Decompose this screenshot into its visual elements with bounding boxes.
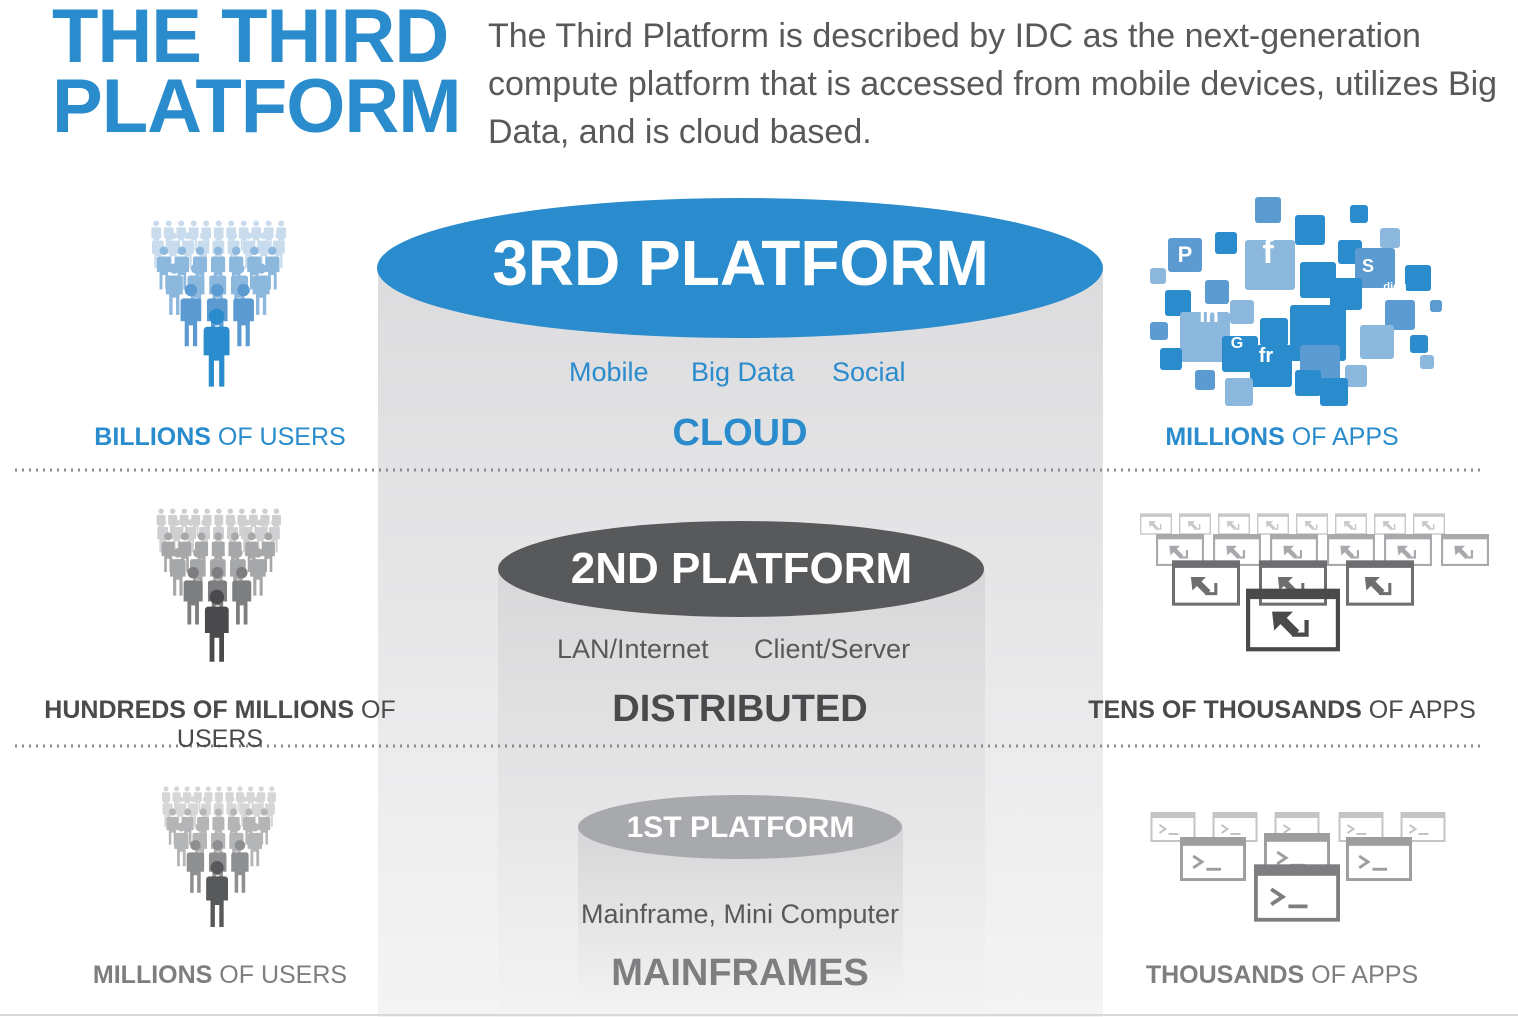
apps-label-thousands: THOUSANDS OF APPS [1062, 961, 1502, 990]
app-window-icon [1346, 560, 1414, 606]
app-window-icon [1172, 560, 1240, 606]
app-tile-icon [1250, 345, 1292, 387]
feature-lan-internet: LAN/Internet [557, 634, 709, 664]
users-bold: MILLIONS [92, 961, 213, 989]
feature-social: Social [832, 357, 906, 387]
terminal-icon [1212, 812, 1258, 842]
app-tile-icon [1225, 378, 1253, 406]
app-tile-icon [1330, 278, 1362, 310]
app-tile-icon [1405, 265, 1431, 291]
tier-mainframes: MAINFRAMES [611, 952, 869, 994]
apps-bold: MILLIONS [1165, 423, 1285, 451]
app-window-icon [1257, 513, 1289, 535]
app-glyph: P [1178, 242, 1193, 267]
app-tile-icon [1410, 335, 1428, 353]
app-tile-icon [1385, 300, 1415, 330]
apps-rest: OF APPS [1304, 961, 1419, 989]
users-rest: OF USERS [176, 696, 396, 753]
terminal-icon [1400, 812, 1446, 842]
app-tile-icon [1255, 197, 1281, 223]
app-window-icon [1441, 534, 1489, 566]
tier-distributed: DISTRIBUTED [612, 688, 868, 730]
title-line-1: THE THIRD [52, 0, 449, 79]
app-window-icon [1218, 513, 1250, 535]
terminal-icon [1180, 836, 1246, 882]
app-tile-icon [1150, 322, 1168, 340]
app-tile-icon [1360, 325, 1394, 359]
users-rest: OF USERS [212, 961, 348, 989]
app-tile-icon [1222, 336, 1258, 372]
app-tile-icon [1230, 300, 1254, 324]
tier-cloud: CLOUD [672, 412, 808, 454]
app-tile-icon [1345, 365, 1367, 387]
apps-rest: OF APPS [1361, 696, 1476, 724]
app-tile-icon [1165, 290, 1191, 316]
cylinder-1st-platform [578, 795, 903, 1017]
platform-2-title: 2ND PLATFORM [570, 544, 913, 593]
users-label-millions: MILLIONS OF USERS [0, 961, 440, 990]
app-tile-icon [1355, 248, 1395, 288]
feature-client-server: Client/Server [754, 634, 911, 664]
app-window-icon [1413, 513, 1445, 535]
app-tile-icon [1420, 355, 1434, 369]
apps-tens-of-thousands-icon [1140, 513, 1489, 649]
app-tile-icon [1168, 238, 1202, 272]
page-title: THE THIRD PLATFORM [52, 0, 462, 149]
terminal-icon [1346, 836, 1412, 882]
app-window-icon [1179, 513, 1211, 535]
users-label-billions: BILLIONS OF USERS [0, 423, 440, 452]
app-glyph: in [1199, 302, 1219, 327]
apps-thousands-icon [1150, 812, 1446, 922]
app-window-icon [1140, 513, 1172, 535]
app-tile-icon [1320, 378, 1348, 406]
apps-rest: OF APPS [1284, 423, 1399, 451]
app-tile-icon [1380, 228, 1400, 248]
app-glyph: G [1231, 335, 1243, 352]
app-tile-icon [1295, 215, 1325, 245]
app-tile-icon [1160, 348, 1182, 370]
users-label-hundreds: HUNDREDS OF MILLIONS OF USERS [0, 696, 440, 754]
page-description: The Third Platform is described by IDC a… [488, 17, 1498, 151]
terminal-icon [1254, 864, 1340, 922]
app-glyph: digg [1383, 281, 1406, 293]
users-millions-icon [161, 786, 276, 927]
apps-bold: THOUSANDS [1145, 961, 1305, 989]
apps-label-millions: MILLIONS OF APPS [1062, 423, 1502, 452]
app-tile-icon [1245, 240, 1295, 290]
users-hundreds-of-millions-icon [156, 508, 282, 662]
users-billions-icon [151, 220, 287, 387]
app-tile-icon [1430, 300, 1442, 312]
feature-mobile: Mobile [569, 357, 649, 387]
app-tile-icon [1295, 370, 1321, 396]
feature-mainframe-mini: Mainframe, Mini Computer [580, 899, 900, 929]
app-tile-icon [1195, 370, 1215, 390]
terminal-icon [1150, 812, 1196, 842]
app-window-icon [1335, 513, 1367, 535]
platform-1-title: 1ST PLATFORM [626, 811, 855, 844]
app-glyph: fr [1259, 345, 1274, 367]
app-tile-icon [1260, 318, 1288, 346]
apps-bold: TENS OF THOUSANDS [1088, 696, 1362, 724]
app-tile-icon [1300, 262, 1336, 298]
app-tile-icon [1215, 232, 1237, 254]
terminal-icon [1338, 812, 1384, 842]
feature-big-data: Big Data [691, 357, 795, 387]
app-glyph: f [1262, 233, 1274, 271]
app-window-icon [1374, 513, 1406, 535]
apps-label-tens-of-thousands: TENS OF THOUSANDS OF APPS [1062, 696, 1502, 725]
app-tile-icon [1150, 268, 1166, 284]
app-window-icon [1296, 513, 1328, 535]
users-bold: BILLIONS [94, 423, 211, 451]
app-glyph: S [1362, 256, 1374, 276]
app-tile-icon [1350, 205, 1368, 223]
platform-3-title: 3RD PLATFORM [492, 227, 989, 299]
users-rest: OF USERS [210, 423, 346, 451]
app-tile-icon [1205, 280, 1229, 304]
users-bold: HUNDREDS OF MILLIONS [44, 696, 355, 724]
title-line-2: PLATFORM [52, 64, 462, 149]
app-tile-icon [1180, 312, 1230, 362]
